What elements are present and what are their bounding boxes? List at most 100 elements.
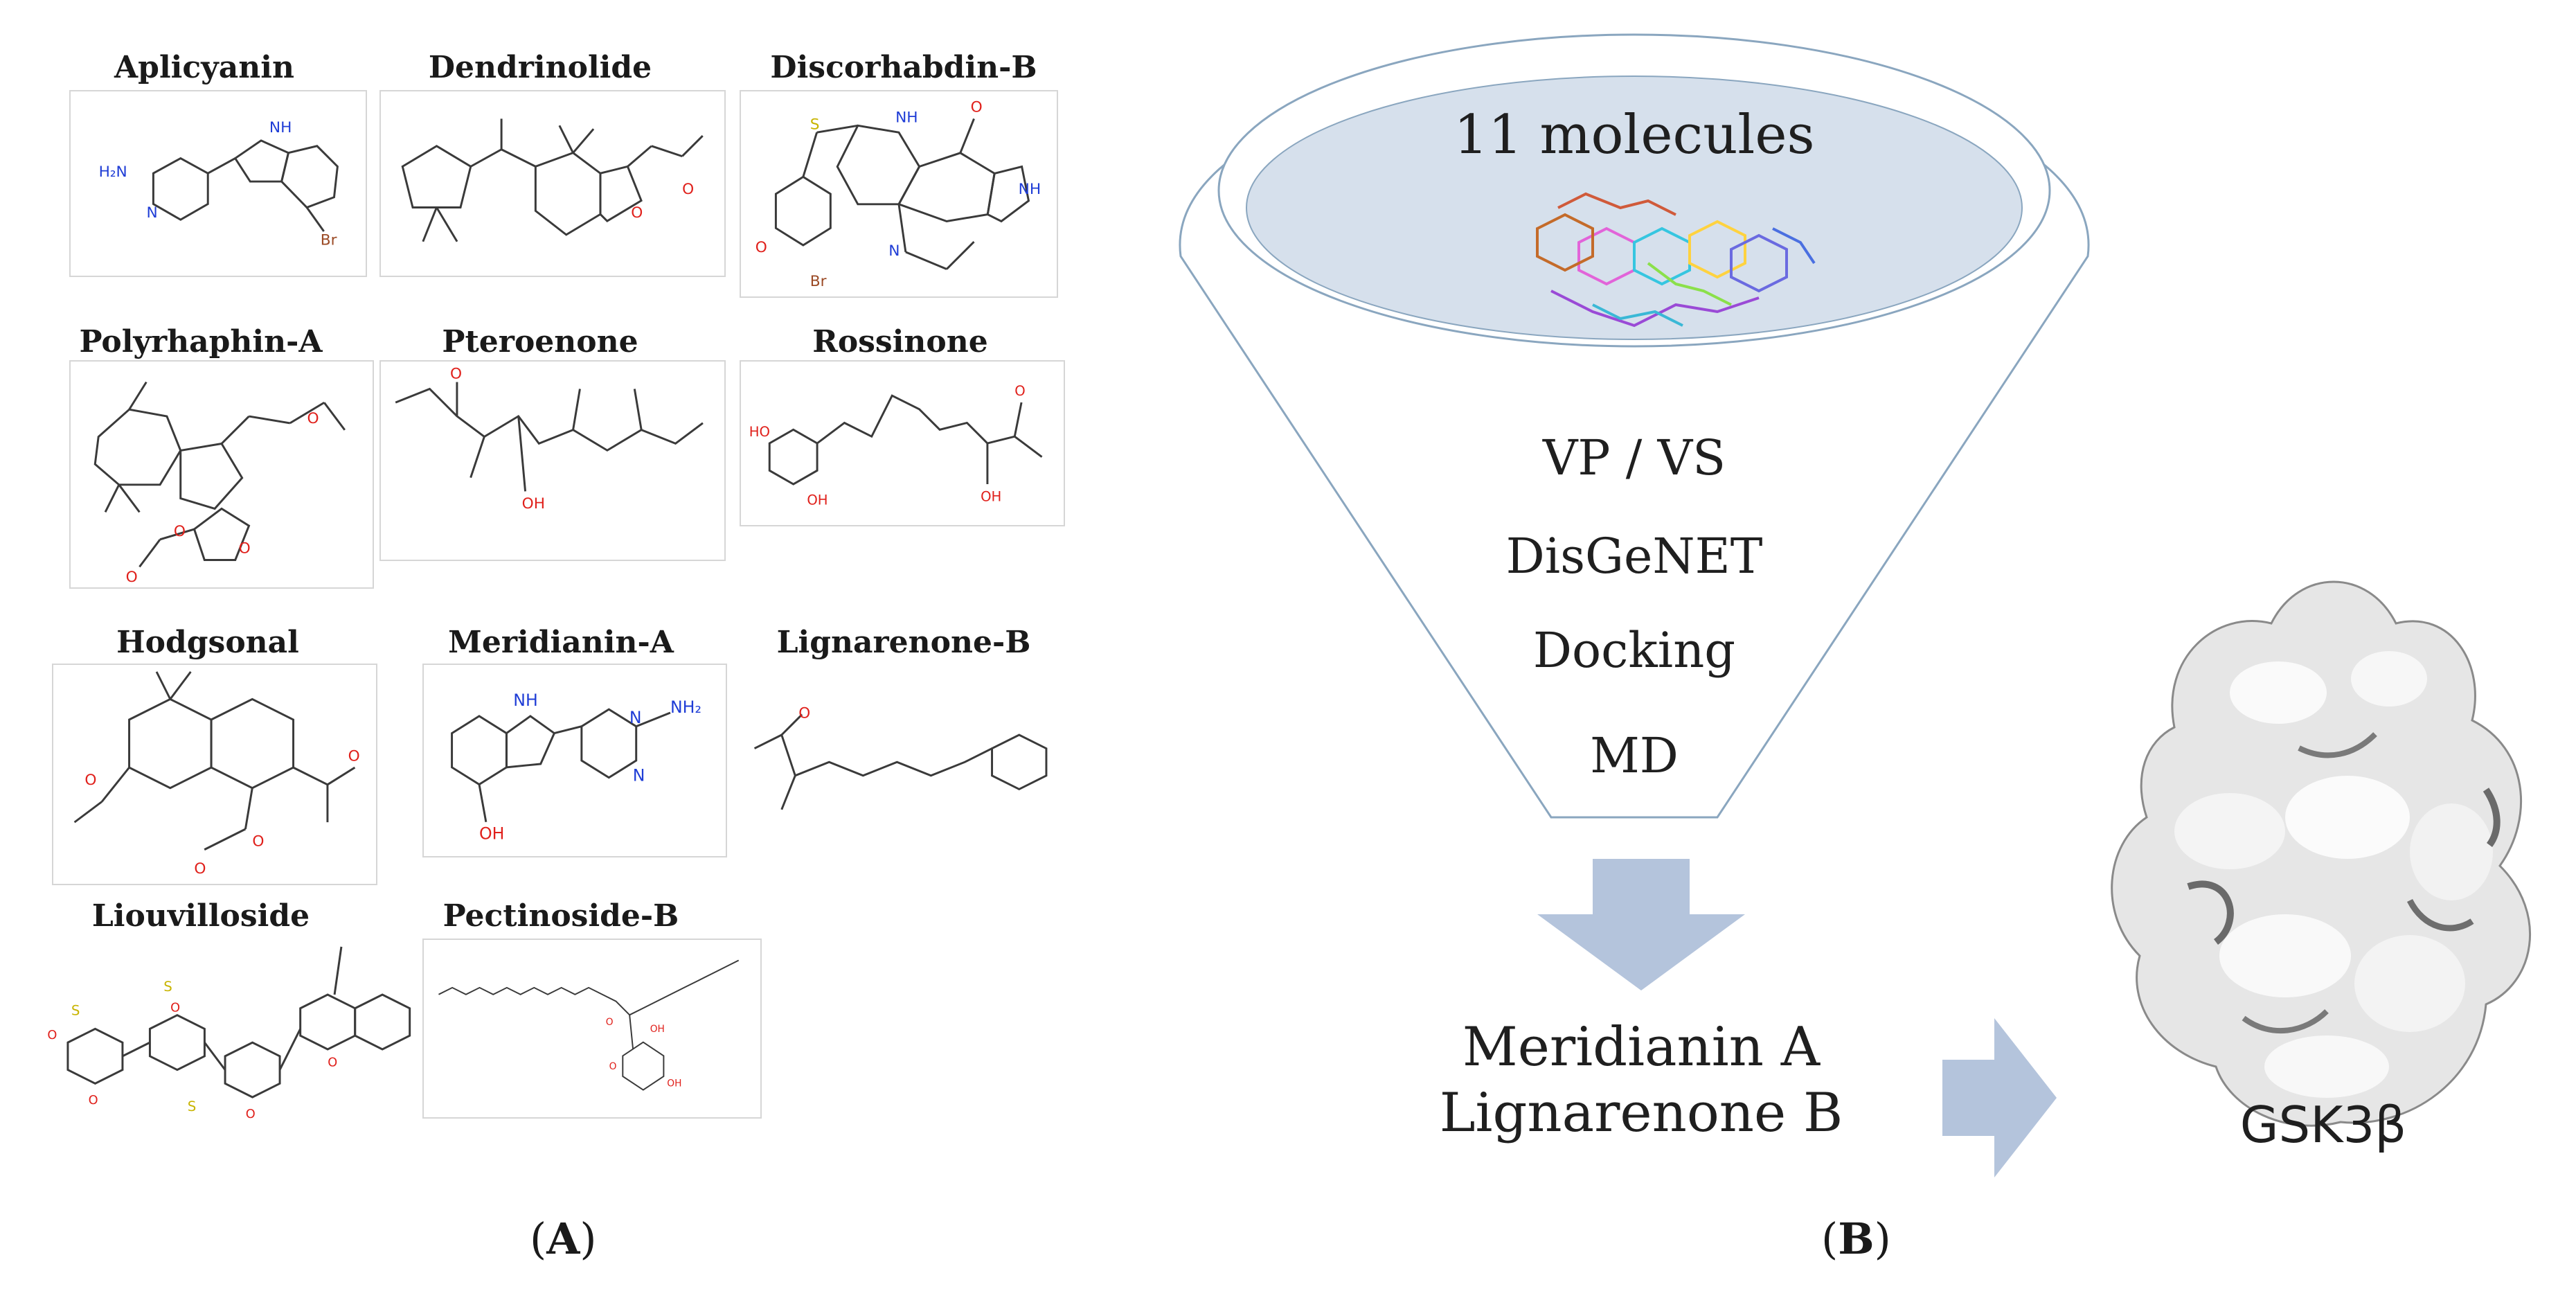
o-label: O [126, 569, 138, 586]
o-label: O [450, 366, 462, 383]
dendrinolide-structure-drawing: O O [401, 118, 704, 242]
n-label: N [888, 242, 900, 260]
panel-b: 11 molecules VP / VS DisGeNET Docking MD… [1108, 0, 2576, 1307]
oh-label: OH [807, 492, 828, 508]
o-label: O [971, 99, 983, 116]
ho-label: HO [749, 424, 770, 440]
molecule-name-rossinone: Rossinone [812, 324, 988, 359]
structure-liouvilloside: O O O O O S S S [38, 939, 419, 1160]
s-label: S [188, 1099, 197, 1114]
br-label: Br [810, 273, 827, 290]
oh-label: OH [667, 1078, 681, 1090]
o-label: O [170, 1002, 180, 1015]
aplicyanin-structure-drawing: H₂N N NH Br [99, 119, 339, 249]
n-label: N [629, 708, 642, 727]
funnel-title: 11 molecules [1454, 104, 1815, 166]
molecule-name-liouvilloside: Liouvilloside [91, 898, 310, 934]
molecule-name-meridianin-a: Meridianin-A [448, 625, 674, 660]
structure-discorhabdin-b: S NH O NH N O Br [740, 90, 1058, 298]
structure-pectinoside-b: O OH O OH [422, 939, 762, 1119]
paren-open: ( [1821, 1213, 1839, 1264]
polyrhaphin-a-structure-drawing: O O O O [93, 381, 346, 586]
superimposed-molecules-icon [1536, 192, 1816, 328]
s-label: S [71, 1003, 80, 1019]
protein-surface-icon [2111, 580, 2531, 1127]
o-label: O [252, 833, 264, 851]
nh-label: NH [513, 691, 537, 710]
oh-label: OH [650, 1024, 665, 1035]
nh-label: NH [895, 109, 918, 126]
pectinoside-b-structure-drawing: O OH O OH [438, 959, 740, 1091]
step-docking: Docking [1532, 622, 1736, 679]
o-label: O [89, 1094, 98, 1108]
molecule-name-hodgsonal: Hodgsonal [116, 625, 299, 660]
structure-hodgsonal: O O O O [52, 664, 377, 885]
molecule-name-pectinoside-b: Pectinoside-B [442, 898, 679, 934]
structure-aplicyanin: H₂N N NH Br [69, 90, 367, 277]
step-disgenet: DisGeNET [1505, 528, 1763, 585]
liouvilloside-structure-drawing: O O O O O S S S [47, 946, 411, 1121]
paren-open: ( [530, 1213, 547, 1264]
funnel-inner-surface [1246, 75, 2023, 340]
o-label: O [682, 181, 694, 198]
h2n-label: H₂N [99, 163, 127, 181]
o-label: O [84, 772, 96, 789]
o-label: O [609, 1061, 617, 1072]
oh-label: OH [981, 489, 1001, 505]
o-label: O [631, 204, 643, 222]
panel-a-letter: A [546, 1213, 580, 1264]
meridianin-a-structure-drawing: NH NH₂ N N OH [451, 691, 701, 843]
step-md: MD [1590, 727, 1679, 784]
nh-label: NH [269, 119, 292, 136]
n-label: N [633, 766, 645, 785]
o-label: O [798, 705, 810, 722]
o-label: O [246, 1108, 256, 1121]
o-label: O [1014, 383, 1025, 399]
panel-b-letter: B [1838, 1213, 1875, 1264]
molecule-name-aplicyanin: Aplicyanin [114, 50, 294, 85]
o-label: O [307, 410, 319, 427]
o-label: O [328, 1056, 337, 1070]
o-label: O [194, 860, 206, 878]
panel-a: Aplicyanin H₂N N NH Br Dendrinolide [0, 0, 1108, 1307]
nh-label: NH [1019, 181, 1041, 198]
oh-label: OH [479, 824, 504, 843]
br-label: Br [321, 232, 337, 249]
structure-rossinone: HO OH O OH [740, 360, 1065, 526]
result-meridianin-a: Meridianin A [1462, 1016, 1821, 1078]
down-arrow [1537, 859, 1745, 990]
o-label: O [755, 239, 767, 256]
right-arrow [1942, 1018, 2057, 1177]
structure-lignarenone-b: O [737, 700, 1080, 838]
molecule-name-pteroenone: Pteroenone [442, 324, 638, 359]
discorhabdin-b-structure-drawing: S NH O NH N O Br [755, 99, 1041, 291]
structure-dendrinolide: O O [379, 90, 726, 277]
molecule-name-polyrhaphin-a: Polyrhaphin-A [79, 324, 323, 359]
lignarenone-b-structure-drawing: O [753, 705, 1048, 810]
molecule-name-dendrinolide: Dendrinolide [428, 50, 652, 85]
o-label: O [348, 747, 360, 765]
o-label: O [239, 540, 251, 558]
panel-b-label: (B) [1821, 1213, 1891, 1264]
rossinone-structure-drawing: HO OH O OH [749, 383, 1043, 508]
o-label: O [606, 1017, 614, 1028]
pteroenone-structure-drawing: O OH [395, 366, 704, 513]
structure-pteroenone: O OH [379, 360, 726, 561]
o-label: O [174, 523, 186, 540]
hodgsonal-structure-drawing: O O O O [73, 670, 360, 878]
panel-a-label: (A) [530, 1213, 597, 1264]
molecule-name-lignarenone-b: Lignarenone-B [776, 625, 1031, 660]
step-vp-vs: VP / VS [1542, 429, 1726, 486]
o-label: O [47, 1029, 57, 1042]
protein-label-gsk3b: GSK3β [2239, 1096, 2407, 1154]
s-label: S [810, 116, 820, 133]
result-lignarenone-b: Lignarenone B [1439, 1082, 1843, 1145]
selected-compounds: Meridianin A Lignarenone B [1440, 1015, 1843, 1146]
structure-meridianin-a: NH NH₂ N N OH [422, 664, 727, 857]
nh2-label: NH₂ [670, 697, 701, 717]
paren-close: ) [580, 1213, 597, 1264]
oh-label: OH [522, 495, 545, 513]
workflow-graphic [1179, 33, 2531, 1177]
n-label: N [147, 204, 158, 222]
s-label: S [163, 979, 172, 995]
